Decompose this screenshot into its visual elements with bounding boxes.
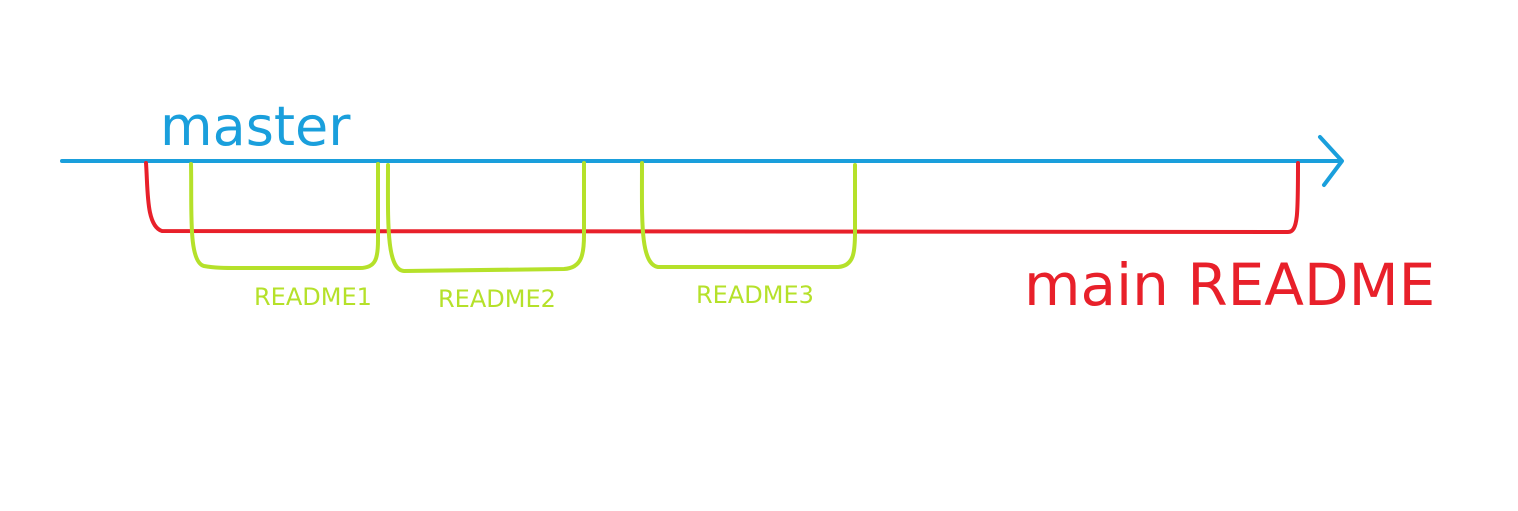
readme1-branch [189,162,380,270]
readme2-branch [385,161,586,273]
readme2-label: README2 [438,285,556,313]
readme3-label: README3 [696,281,814,309]
master-arrow-head [1318,135,1344,187]
readme1-label: README1 [254,283,372,311]
readme3-branch [639,161,857,269]
master-label: master [160,95,351,158]
main-readme-branch [144,161,1300,234]
main-readme-label: main README [1024,251,1436,319]
